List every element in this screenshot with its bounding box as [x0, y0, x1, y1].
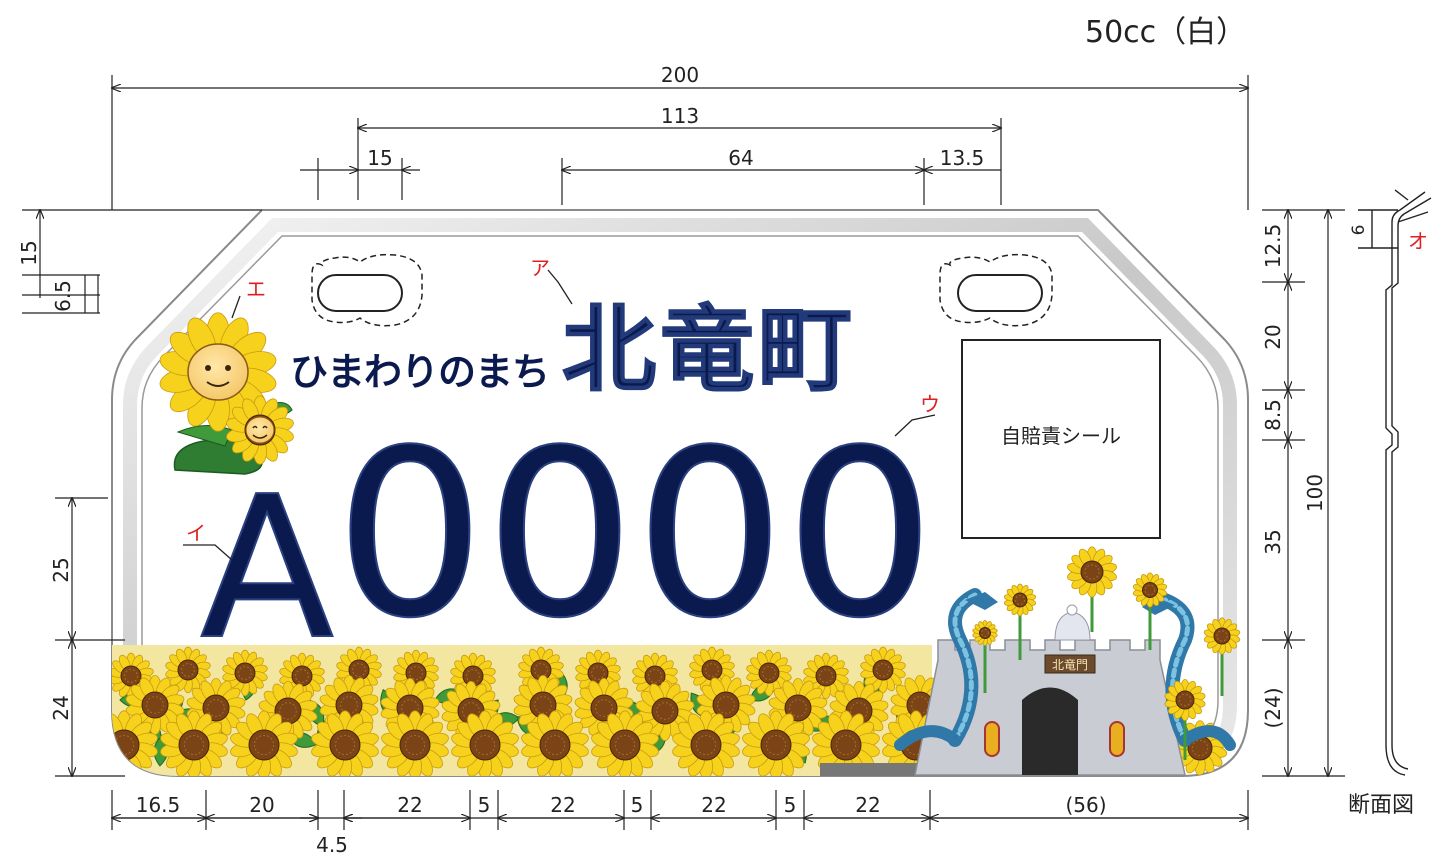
- sunflower-icon: [521, 710, 589, 776]
- dim-top-margin: 15: [17, 240, 41, 265]
- mounting-hole-right[interactable]: [939, 253, 1053, 327]
- sunflower-icon: [1203, 617, 1241, 655]
- dim-overall-height: 100: [1303, 474, 1327, 512]
- gate-sign: 北竜門: [1052, 658, 1088, 672]
- callout-mascot: エ: [246, 277, 266, 301]
- callouts: [183, 211, 1429, 561]
- town-name: 北竜町: [562, 296, 856, 405]
- dim-right-offset: 13.5: [940, 146, 985, 170]
- sunflower-icon: [746, 649, 792, 697]
- sunflower-icon: [635, 680, 695, 742]
- hokuryu-gate-illustration: 北竜門: [820, 588, 1236, 776]
- sunflower-icon: [742, 710, 810, 776]
- cross-section-profile: [1358, 189, 1432, 776]
- dim-bottom-6: 22: [550, 793, 575, 817]
- sunflower-icon: [689, 646, 735, 694]
- sunflower-icon: [160, 710, 228, 776]
- dim-middle-gap: 64: [728, 146, 753, 170]
- license-plate: 北竜門: [111, 209, 1249, 777]
- insurance-sticker-label: 自賠責シール: [1001, 424, 1121, 448]
- dim-bottom-8: 22: [701, 793, 726, 817]
- dim-section-flange: 6: [1349, 225, 1369, 236]
- dimension-labels: 200 113 15 64 13.5 15 6.5 25 24 12.5 20 …: [17, 63, 1369, 855]
- sunflower-mascot: [159, 312, 294, 475]
- dim-bottom-4: 22: [397, 793, 422, 817]
- dim-bottom-1: 16.5: [136, 793, 181, 817]
- sunflower-icon: [381, 710, 449, 776]
- sunflower-icon: [230, 710, 298, 776]
- callout-section-edge: オ: [1408, 229, 1428, 253]
- dim-gap-band: 8.5: [1261, 399, 1285, 431]
- sunflower-icon: [591, 710, 659, 776]
- sunflower-icon: [860, 646, 906, 694]
- cross-section-label: 断面図: [1348, 793, 1414, 818]
- callout-number: ウ: [920, 392, 940, 416]
- mounting-hole-left[interactable]: [311, 253, 423, 327]
- dim-letter-height: 25: [49, 557, 73, 582]
- sunflower-icon: [1132, 572, 1168, 608]
- sunflower-icon: [1067, 546, 1117, 598]
- dim-town-band: 20: [1261, 324, 1285, 349]
- dim-bottom-5: 5: [478, 793, 491, 817]
- plate-spec-label: 50cc（白）: [1085, 15, 1246, 50]
- sunflower-icon: [165, 646, 211, 694]
- dim-bottom-band-left: 24: [49, 695, 73, 720]
- dim-number-band: 35: [1261, 529, 1285, 554]
- dim-bottom-2: 20: [249, 793, 274, 817]
- dim-bottom-10: 22: [855, 793, 880, 817]
- dim-hole-span: 113: [661, 104, 699, 128]
- dim-hole-width: 15: [367, 146, 392, 170]
- town-slogan: ひまわりのまち: [290, 350, 549, 394]
- sunflower-icon: [451, 710, 519, 776]
- sunflower-icon: [393, 649, 439, 697]
- insurance-sticker-area: [961, 339, 1161, 539]
- tall-sunflowers: [972, 546, 1241, 760]
- callout-town: ア: [530, 256, 550, 280]
- dim-bottom-9: 5: [784, 793, 797, 817]
- sunflower-icon: [1003, 583, 1037, 617]
- dimension-lines: [22, 75, 1345, 830]
- sunflower-icon: [222, 649, 268, 697]
- callout-letter: イ: [186, 521, 206, 545]
- plate-number: 0000: [335, 402, 935, 669]
- dim-bottom-band-right: (24): [1261, 687, 1285, 728]
- sunflower-icon: [1164, 679, 1206, 721]
- class-letter: A: [200, 455, 334, 683]
- sunflower-icon: [311, 710, 379, 776]
- dim-bottom-11: (56): [1065, 793, 1106, 817]
- sunflower-icon: [972, 620, 998, 646]
- sunflower-icon: [803, 652, 849, 700]
- dim-hole-height: 6.5: [51, 280, 75, 312]
- sunflower-icon: [672, 710, 740, 776]
- dim-top-band: 12.5: [1261, 224, 1285, 269]
- dim-bottom-7: 5: [631, 793, 644, 817]
- dim-overall-width: 200: [661, 63, 699, 87]
- dim-bottom-3: 4.5: [316, 833, 348, 855]
